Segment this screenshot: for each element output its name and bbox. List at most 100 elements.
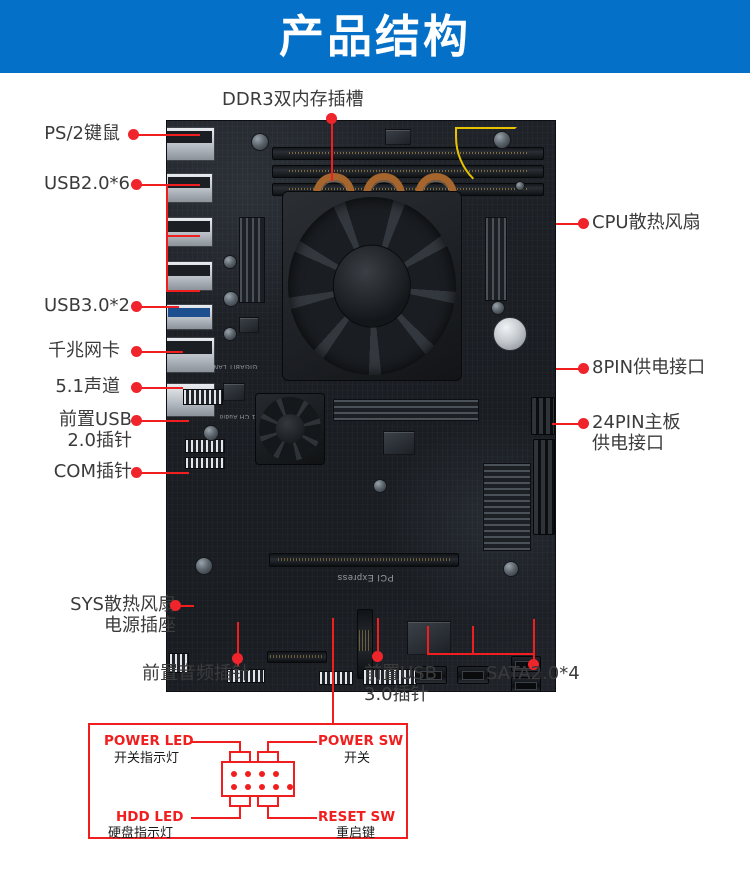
callout-24pin-dot — [578, 418, 589, 429]
callout-sata-dot — [528, 659, 539, 670]
callout-24pin-label: 24PIN主板 供电接口 — [592, 412, 681, 454]
callout-usb30-dot — [131, 301, 142, 312]
callout-front-usb30-label: 前置USB 3.0插针 — [364, 663, 437, 705]
ps2-port — [167, 127, 215, 161]
callout-sata-label: SATA2.0*4 — [486, 663, 580, 684]
fp-pin-bottom-1 — [231, 784, 237, 790]
callout-ddr3-dot — [326, 113, 337, 124]
callout-ps2-label: PS/2键鼠 — [44, 123, 120, 144]
m2-slot — [357, 609, 373, 679]
callout-usb20-branch-3 — [166, 290, 200, 292]
fp-label-hdd-led: HDD LED — [116, 809, 184, 825]
callout-com-dot — [131, 467, 142, 478]
callout-sata-branch-2 — [472, 626, 474, 654]
fp-desc-reset-sw: 重启键 — [336, 826, 376, 841]
front-panel-header — [319, 671, 353, 685]
capacitor-10 — [373, 479, 387, 493]
fp-wire-hdd-led-h — [191, 817, 241, 819]
fp-label-power-sw: POWER SW — [318, 733, 404, 749]
capacitor-9 — [203, 425, 219, 441]
callout-front-usb20-dot — [131, 415, 142, 426]
callout-usb20-label: USB2.0*6 — [43, 173, 130, 194]
capacitor-11 — [515, 181, 525, 191]
page-title: 产品结构 — [278, 10, 471, 63]
callout-cpu-fan-dot — [578, 218, 589, 229]
fp-wire-power-sw-h — [267, 741, 317, 743]
front-panel-legend-box: POWER LED 开关指示灯 POWER SW 开关 HDD LED 硬盘指示… — [88, 723, 408, 841]
capacitor-6 — [195, 557, 213, 575]
usb2-port-stack-3 — [167, 261, 213, 291]
fp-desc-power-sw: 开关 — [344, 751, 371, 766]
fp-pin-bottom-4 — [273, 784, 279, 790]
callout-usb20-leader-main — [141, 184, 168, 186]
com-pin-header-2 — [185, 457, 225, 469]
vrm-heatsink-left — [239, 217, 265, 303]
front-usb20-pin-header — [183, 389, 223, 405]
callout-usb20-branch-1 — [166, 184, 200, 186]
callout-audio-leader — [141, 387, 183, 389]
fp-pin-top-4 — [273, 771, 279, 777]
fp-wire-power-led-v — [239, 741, 241, 753]
fp-desc-hdd-led: 硬盘指示灯 — [108, 826, 174, 841]
fp-pin-top-2 — [245, 771, 251, 777]
callout-front-usb30-dot — [372, 651, 383, 662]
callout-sys-fan-dot — [170, 600, 181, 611]
callout-cpu-fan-leader — [556, 223, 580, 225]
silk-lan: GIGABIT LAN — [213, 363, 258, 369]
callout-sata-branch-3 — [533, 619, 535, 654]
pcie-x1-slot — [267, 651, 327, 663]
product-structure-diagram: GIGABIT LAN 7.1 CH Audio PCI Express — [0, 73, 750, 869]
fp-label-power-led: POWER LED — [104, 733, 194, 749]
callout-lan-leader — [141, 351, 183, 353]
8pin-power-connector — [531, 397, 555, 435]
front-audio-header — [227, 669, 265, 683]
callout-sata-branch-1 — [427, 626, 429, 654]
sata-port-1 — [415, 666, 447, 684]
front-panel-pin-connector — [221, 761, 295, 797]
cpu-heatpipe-1 — [313, 173, 355, 195]
callout-front-audio-label: 前置音频插针 — [142, 663, 250, 684]
callout-lan-dot — [131, 346, 142, 357]
capacitor-7 — [491, 301, 505, 315]
capacitor-4 — [223, 255, 237, 269]
capacitor-5 — [223, 327, 237, 341]
callout-front-audio-dot — [232, 653, 243, 664]
usb2-port-stack-1 — [167, 173, 213, 203]
callout-com-label: COM插针 — [53, 461, 132, 482]
fp-pin-top-3 — [259, 771, 265, 777]
callout-8pin-leader — [556, 368, 580, 370]
chipset-ic — [383, 431, 415, 455]
lan-port — [167, 337, 215, 373]
callout-usb20-dot — [131, 179, 142, 190]
callout-ddr3-label: DDR3双内存插槽 — [222, 89, 364, 110]
chipset-heatsink-top — [333, 399, 479, 421]
cpu-cooler-fan — [282, 191, 462, 381]
motherboard-image: GIGABIT LAN 7.1 CH Audio PCI Express — [166, 120, 556, 692]
chipset-fan — [255, 393, 325, 465]
cpu-heatpipe-3 — [415, 173, 457, 195]
bios-ic — [239, 317, 259, 333]
callout-8pin-dot — [578, 363, 589, 374]
callout-ps2-leader — [138, 134, 200, 136]
callout-usb20-branch-2 — [166, 235, 200, 237]
callout-8pin-label: 8PIN供电接口 — [592, 357, 706, 378]
sys-fan-header — [169, 653, 189, 673]
capacitor-1 — [251, 133, 269, 151]
mosfet-block-top — [385, 129, 411, 145]
callout-front-usb20-label: 前置USB 2.0插针 — [59, 409, 132, 451]
callout-audio-dot — [131, 382, 142, 393]
silk-pcie: PCI Express — [337, 573, 394, 583]
fp-desc-power-led: 开关指示灯 — [114, 751, 180, 766]
fp-label-reset-sw: RESET SW — [318, 809, 396, 825]
fp-wire-reset-sw-h — [267, 817, 317, 819]
audio-codec-ic — [223, 383, 245, 401]
callout-front-usb20-leader — [141, 420, 189, 422]
fp-pin-bottom-3 — [259, 784, 265, 790]
callout-24pin-leader — [552, 423, 580, 425]
callout-ps2-dot — [128, 129, 139, 140]
page-header-banner: 产品结构 — [0, 0, 750, 73]
capacitor-8 — [503, 561, 519, 577]
com-pin-header-1 — [185, 439, 225, 453]
fp-wire-hdd-led-v — [239, 805, 241, 819]
cpu-heatpipe-2 — [363, 173, 405, 195]
